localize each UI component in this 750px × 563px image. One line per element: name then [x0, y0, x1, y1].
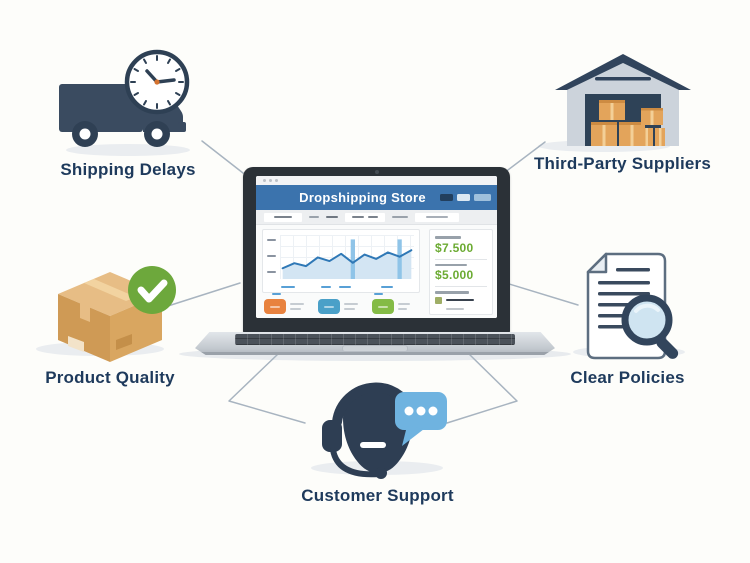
laptop-base — [195, 332, 555, 355]
card-tag — [374, 293, 383, 295]
laptop-keyboard — [235, 334, 515, 345]
laptop-trackpad — [342, 345, 408, 352]
sales-chart-card — [262, 229, 420, 293]
y-axis-tick — [267, 255, 276, 257]
stats-panel: $7.500 $5.000 — [429, 229, 493, 315]
stat-label-bar — [435, 236, 461, 239]
product-thumb-green — [372, 299, 394, 314]
stat-label-bar — [435, 263, 467, 266]
node-label-clear-policies: Clear Policies — [570, 368, 685, 387]
document-magnifier-icon — [586, 252, 679, 360]
legend-subline — [446, 307, 464, 310]
browser-titlebar — [256, 176, 497, 185]
toolbar-item — [309, 216, 319, 218]
product-thumb-blue — [318, 299, 340, 314]
node-label-customer-support: Customer Support — [301, 486, 454, 505]
truck-clock-icon — [59, 49, 190, 147]
support-agent-icon — [321, 382, 447, 479]
x-axis-tick — [339, 285, 351, 288]
window-dot-1 — [263, 179, 266, 182]
warehouse-boxes-icon — [554, 54, 691, 146]
toolbar-search-box — [264, 212, 302, 222]
node-clear-policies: Clear Policies — [550, 250, 705, 388]
nav-pill-3 — [474, 194, 491, 201]
stat-value-1: $7.500 — [435, 240, 474, 255]
y-axis-tick — [267, 271, 276, 273]
connector-quality — [167, 282, 241, 307]
store-title: Dropshipping Store — [299, 190, 426, 205]
product-card-1 — [264, 299, 304, 314]
node-label-shipping-delays: Shipping Delays — [60, 160, 196, 179]
laptop-display: Dropshipping Store — [256, 176, 497, 318]
connector-policies — [505, 282, 579, 306]
stat-value-2: $5.000 — [435, 268, 474, 282]
line-chart-plot — [280, 235, 414, 279]
store-header: Dropshipping Store — [256, 185, 497, 210]
node-label-third-party-suppliers: Third-Party Suppliers — [533, 154, 712, 173]
toolbar-field — [345, 212, 385, 222]
connector-shipping — [201, 140, 244, 174]
legend-row — [435, 296, 487, 304]
x-axis-tick — [281, 285, 295, 288]
panel-divider — [435, 286, 487, 287]
legend-swatch — [435, 296, 442, 304]
connector-support-left — [228, 353, 306, 424]
node-customer-support: Customer Support — [300, 370, 455, 506]
product-thumb-orange — [264, 299, 286, 314]
connector-suppliers — [503, 141, 546, 174]
dashboard-area: $7.500 $5.000 — [256, 225, 497, 318]
node-product-quality: Product Quality — [30, 260, 190, 388]
laptop-screen: Dropshipping Store — [243, 167, 510, 334]
window-dot-2 — [269, 179, 272, 182]
window-dot-3 — [275, 179, 278, 182]
x-axis-tick — [381, 285, 393, 288]
y-axis-tick — [267, 239, 276, 241]
toolbar-item — [392, 216, 408, 218]
box-checkmark-icon — [58, 266, 176, 362]
toolbar-item — [326, 216, 338, 218]
product-card-3 — [372, 299, 410, 314]
nav-pill-2 — [457, 194, 470, 201]
node-shipping-delays: Shipping Delays — [48, 44, 208, 180]
product-card-2 — [318, 299, 358, 314]
webcam-dot — [374, 170, 379, 174]
panel-divider — [435, 258, 487, 260]
header-nav — [440, 194, 491, 201]
connector-support-right — [446, 352, 518, 424]
stat-label-bar — [435, 291, 469, 294]
nav-pill-1 — [440, 194, 453, 201]
legend-line — [446, 298, 474, 302]
card-tag — [272, 293, 281, 295]
node-label-product-quality: Product Quality — [45, 368, 175, 387]
node-third-party-suppliers: Third-Party Suppliers — [530, 50, 715, 174]
laptop-illustration: Dropshipping Store — [195, 165, 555, 357]
truck-shadow — [66, 144, 190, 156]
product-cards-row — [262, 293, 420, 318]
toolbar-field — [415, 212, 459, 222]
x-axis-tick — [321, 285, 331, 288]
store-toolbar — [256, 210, 497, 225]
